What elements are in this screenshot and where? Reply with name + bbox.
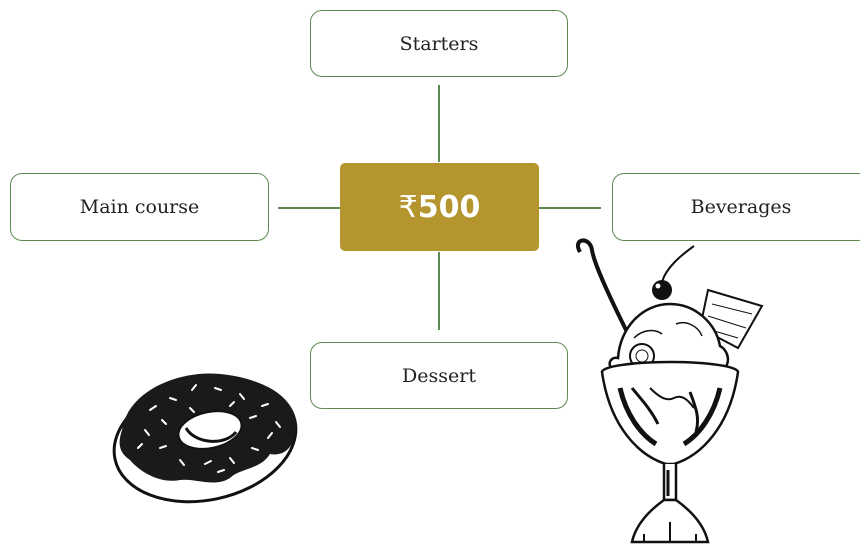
category-box-dessert: Dessert [310, 342, 568, 409]
connector-top [438, 85, 440, 162]
category-box-beverages: Beverages [612, 173, 860, 241]
category-label-dessert: Dessert [402, 364, 476, 387]
budget-amount: 500 [417, 189, 481, 225]
donut-with-sprinkles-icon [112, 373, 298, 504]
category-label-starters: Starters [399, 32, 479, 55]
ice-cream-sundae-icon [576, 238, 764, 544]
budget-amount-box: ₹500 [340, 163, 539, 251]
category-label-beverages: Beverages [690, 196, 792, 218]
category-box-starters: Starters [310, 10, 568, 77]
rupee-symbol: ₹ [398, 189, 418, 225]
connector-right [539, 207, 601, 209]
connector-bottom [438, 252, 440, 330]
category-label-main-course: Main course [79, 196, 200, 218]
connector-left [278, 207, 340, 209]
category-box-main-course: Main course [10, 173, 269, 241]
